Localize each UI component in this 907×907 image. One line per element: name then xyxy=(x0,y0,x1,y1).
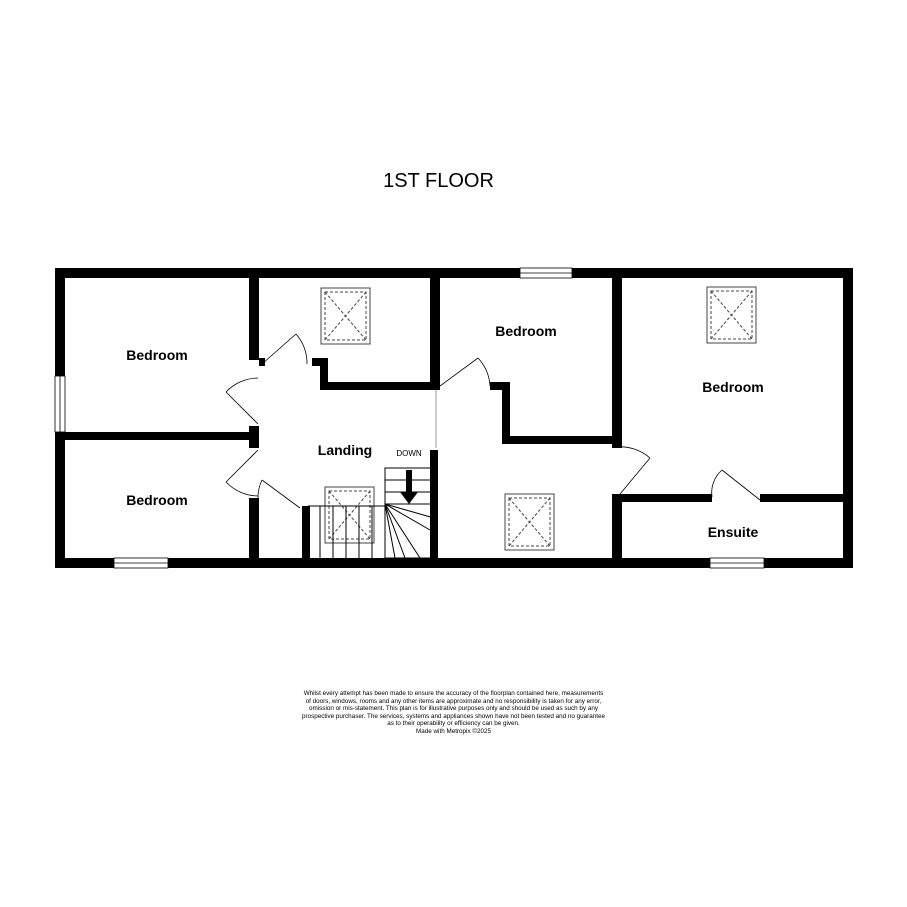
skylights xyxy=(320,286,757,551)
window-bottom-ensuite xyxy=(709,557,765,569)
window-left xyxy=(54,375,66,433)
windows xyxy=(54,267,765,569)
disclaimer-credit: Made with Metropix ©2025 xyxy=(416,727,491,735)
disclaimer-line: as to their operability or efficiency ca… xyxy=(387,720,520,727)
disclaimer-line: Whilst every attempt has been made to en… xyxy=(303,690,604,697)
door-bedroom-middle xyxy=(439,357,491,387)
door-swings xyxy=(225,333,761,509)
skylight-stairs xyxy=(324,486,375,544)
room-label-bedroom-right: Bedroom xyxy=(702,379,763,395)
disclaimer-text: Whilst every attempt has been made to en… xyxy=(250,690,657,735)
skylight-bottom-centre xyxy=(504,493,555,551)
room-label-ensuite: Ensuite xyxy=(708,524,759,540)
room-label-bedroom-top-left: Bedroom xyxy=(126,347,187,363)
door-top-centre xyxy=(261,333,308,365)
room-label-bedroom-middle: Bedroom xyxy=(495,323,556,339)
window-top-middle xyxy=(519,267,573,279)
disclaimer-line: prospective purchaser. The services, sys… xyxy=(301,712,606,720)
down-arrow-icon xyxy=(400,470,418,504)
skylight-right-bedroom xyxy=(706,286,757,344)
disclaimer-line: of doors, windows, rooms and any other i… xyxy=(305,697,602,705)
door-ensuite xyxy=(711,469,761,501)
window-bottom-left xyxy=(113,557,169,569)
door-bedroom-right xyxy=(615,446,651,495)
stairs-down-label: DOWN xyxy=(396,449,422,458)
door-bedroom-top-left xyxy=(225,377,259,425)
floor-title: 1ST FLOOR xyxy=(383,170,494,192)
room-label-bedroom-bottom-left: Bedroom xyxy=(126,492,187,508)
skylight-top-centre xyxy=(320,287,371,345)
disclaimer-line: omission or mis-statement. This plan is … xyxy=(309,705,598,712)
room-label-landing: Landing xyxy=(318,442,372,458)
door-bedroom-bottom-left xyxy=(225,449,259,497)
door-landing-lower xyxy=(257,479,301,509)
